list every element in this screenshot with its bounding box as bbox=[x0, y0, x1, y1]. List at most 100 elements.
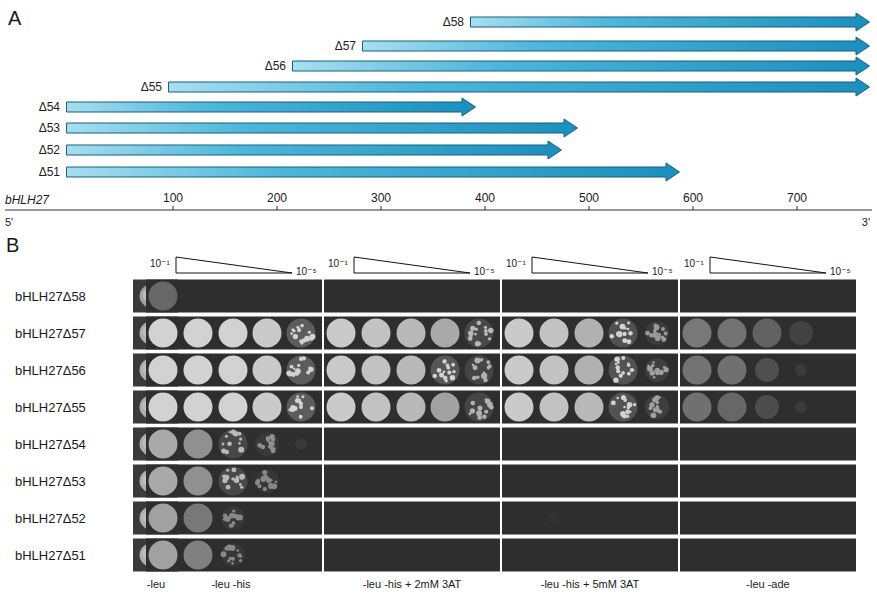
yeast-colony bbox=[626, 410, 630, 414]
yeast-colony bbox=[433, 374, 437, 378]
yeast-colony bbox=[476, 376, 480, 380]
label-holder: 300 bbox=[371, 188, 391, 206]
yeast-colony bbox=[476, 359, 480, 363]
yeast-colony bbox=[615, 322, 618, 325]
arrow-body bbox=[67, 141, 562, 159]
yeast-spot bbox=[184, 430, 213, 459]
yeast-colony bbox=[262, 470, 267, 475]
axis-number: 300 bbox=[371, 192, 391, 206]
plate-background bbox=[680, 317, 856, 350]
plate-background bbox=[324, 354, 500, 387]
arrow-body bbox=[363, 37, 870, 55]
yeast-spot bbox=[795, 364, 807, 376]
arrow-shape bbox=[470, 12, 870, 32]
label-holder: 10⁻⁵ bbox=[652, 261, 673, 279]
plate-background bbox=[324, 391, 500, 424]
yeast-spot bbox=[683, 356, 712, 385]
yeast-colony bbox=[227, 441, 232, 446]
row-label: bHLH27Δ52 bbox=[15, 512, 86, 527]
label-holder: bHLH27Δ52 bbox=[15, 509, 86, 527]
yeast-colony bbox=[443, 371, 446, 374]
construct-label: Δ57 bbox=[335, 36, 356, 56]
yeast-colony bbox=[300, 324, 304, 328]
axis-tick bbox=[173, 206, 174, 210]
yeast-colony bbox=[452, 370, 455, 373]
plate-background bbox=[324, 465, 500, 498]
yeast-spot bbox=[184, 467, 213, 496]
plate-background bbox=[502, 539, 678, 572]
construct-arrow: Δ58 bbox=[443, 12, 870, 32]
dilution-triangle bbox=[710, 257, 826, 273]
yeast-colony bbox=[231, 562, 234, 565]
construct-label: Δ58 bbox=[443, 12, 464, 32]
label-holder: bHLH27 bbox=[5, 190, 49, 208]
construct-label: Δ54 bbox=[39, 97, 60, 117]
yeast-spot bbox=[184, 356, 213, 385]
yeast-colony bbox=[482, 373, 487, 378]
yeast-colony bbox=[232, 509, 235, 512]
dilution-label: 10⁻¹ bbox=[684, 258, 704, 270]
yeast-colony bbox=[630, 368, 634, 372]
yeast-spot bbox=[540, 356, 569, 385]
yeast-colony bbox=[238, 447, 244, 453]
yeast-colony bbox=[482, 415, 486, 419]
yeast-spot bbox=[683, 393, 712, 422]
plate-background bbox=[680, 280, 856, 313]
arrow-shape bbox=[66, 118, 578, 138]
yeast-colony bbox=[475, 341, 480, 346]
plate-row bbox=[133, 317, 856, 350]
yeast-colony bbox=[446, 366, 450, 370]
construct-arrow: Δ56 bbox=[265, 56, 870, 76]
yeast-colony bbox=[445, 376, 448, 379]
arrow-body bbox=[67, 163, 680, 181]
label-holder: bHLH27Δ56 bbox=[15, 361, 86, 379]
yeast-spot bbox=[755, 395, 779, 419]
plate-row bbox=[133, 280, 856, 313]
yeast-colony bbox=[226, 485, 231, 490]
yeast-spot bbox=[431, 319, 460, 348]
yeast-spot bbox=[253, 356, 282, 385]
yeast-spot bbox=[645, 395, 669, 419]
label-holder: 400 bbox=[475, 188, 495, 206]
yeast-colony bbox=[620, 411, 626, 417]
yeast-colony bbox=[475, 358, 481, 364]
yeast-colony bbox=[295, 371, 300, 376]
yeast-colony bbox=[298, 401, 302, 405]
label-holder: bHLH27Δ57 bbox=[15, 324, 86, 342]
label-holder: 10⁻⁵ bbox=[830, 261, 851, 279]
yeast-colony bbox=[616, 331, 621, 336]
yeast-spot bbox=[540, 319, 569, 348]
label-holder: -leu -his + 2mM 3AT bbox=[363, 574, 462, 592]
yeast-colony bbox=[661, 327, 665, 331]
plate-background bbox=[133, 280, 178, 313]
yeast-spot bbox=[397, 356, 426, 385]
yeast-spot bbox=[645, 321, 669, 345]
plate-background bbox=[680, 428, 856, 461]
yeast-colony bbox=[485, 398, 491, 404]
yeast-colony bbox=[299, 357, 303, 361]
plate-background bbox=[133, 354, 178, 387]
yeast-colony bbox=[450, 375, 455, 380]
yeast-colony bbox=[485, 398, 487, 400]
construct-label: Δ53 bbox=[39, 118, 60, 138]
yeast-colony bbox=[263, 487, 267, 491]
axis-number: 500 bbox=[579, 192, 599, 206]
yeast-spot bbox=[255, 432, 279, 456]
yeast-colony bbox=[658, 396, 661, 399]
row-label: bHLH27Δ53 bbox=[15, 475, 86, 490]
yeast-colony bbox=[225, 477, 228, 480]
yeast-spot bbox=[149, 319, 178, 348]
yeast-colony bbox=[476, 410, 482, 416]
plate-background bbox=[324, 502, 500, 535]
label-holder: -leu -his bbox=[211, 574, 250, 592]
yeast-colony bbox=[475, 328, 478, 331]
yeast-colony bbox=[271, 438, 275, 442]
construct-arrow: Δ53 bbox=[39, 118, 578, 138]
yeast-spot bbox=[718, 393, 747, 422]
yeast-colony bbox=[622, 332, 626, 336]
yeast-colony bbox=[255, 480, 260, 485]
label-holder: 5' bbox=[5, 212, 13, 230]
yeast-spot bbox=[397, 319, 426, 348]
yeast-colony bbox=[469, 334, 472, 337]
yeast-colony bbox=[239, 437, 242, 440]
